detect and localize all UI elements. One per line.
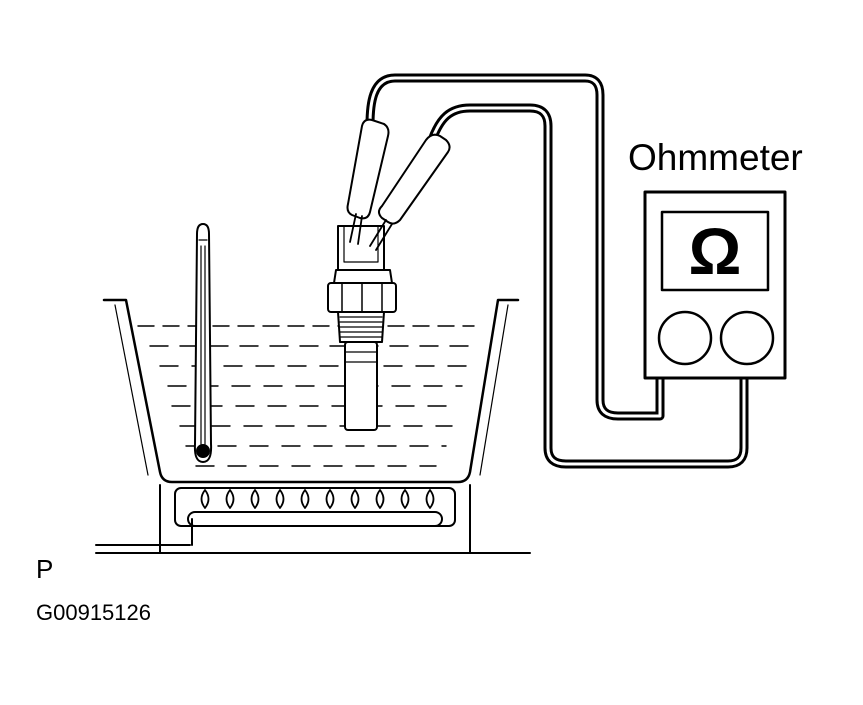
temperature-sensor xyxy=(327,225,397,431)
ohm-symbol-icon: Ω xyxy=(688,214,742,288)
water-pan xyxy=(102,298,520,484)
figure-letter: P xyxy=(36,554,54,584)
figure-code: G00915126 xyxy=(36,600,151,625)
meter-lead-left xyxy=(365,73,665,421)
meter-lead-left-inner xyxy=(368,76,662,418)
meter-lead-right-inner xyxy=(430,106,746,466)
burner-stand xyxy=(95,484,531,554)
ohmmeter xyxy=(643,190,787,380)
water-pan-inner-wall xyxy=(114,304,509,476)
burner-flames xyxy=(200,489,435,509)
thermometer xyxy=(193,223,213,463)
probe-right xyxy=(369,133,451,251)
probe-left xyxy=(346,118,390,245)
water xyxy=(137,325,475,467)
ohmmeter-label: Ohmmeter xyxy=(628,137,803,178)
